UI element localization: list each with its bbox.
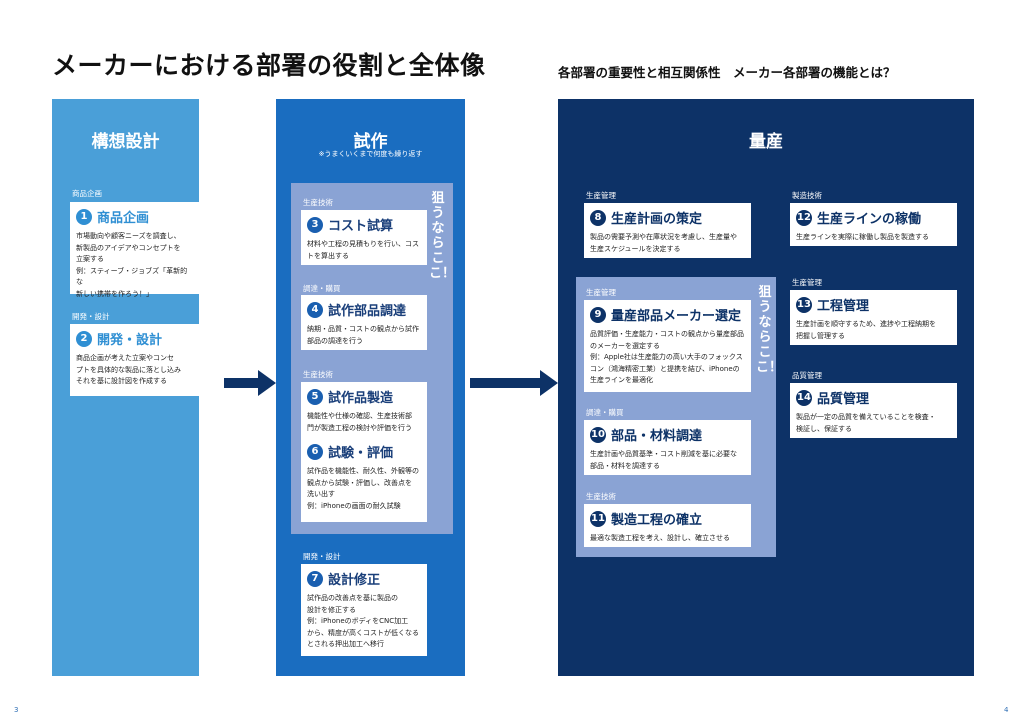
page-number-left: 3: [14, 706, 19, 714]
card-supplier-selection: 9 量産部品メーカー選定 品質評価・生産能力・コストの観点から量産部品 のメーカー…: [584, 300, 751, 392]
card-body: 品質評価・生産能力・コストの観点から量産部品 のメーカーを選定する 例：Appl…: [590, 330, 744, 384]
card-cost-estimate: 3 コスト試算 材料や工程の見積もりを行い、コス トを算出する: [301, 210, 427, 265]
card-title: 製造工程の確立: [611, 513, 703, 528]
card-body: 製品の需要予測や在庫状況を考慮し、生産量や 生産スケジュールを決定する: [590, 233, 737, 253]
card-proto-parts-procurement: 4 試作部品調達 納期・品質・コストの観点から試作 部品の調達を行う: [301, 295, 427, 350]
card-title: 試作部品調達: [328, 304, 407, 319]
column-title: 構想設計: [91, 132, 160, 152]
card-line-operation: 12 生産ラインの稼働 生産ラインを実際に稼働し製品を製造する: [790, 203, 957, 246]
card-title: 試験・評価: [328, 446, 394, 461]
page-number-right: 4: [1004, 706, 1009, 714]
card-body: 納期・品質・コストの観点から試作 部品の調達を行う: [307, 325, 419, 345]
dept-tag: 生産管理: [586, 288, 616, 297]
dept-tag: 生産技術: [586, 492, 616, 501]
card-title: 工程管理: [817, 299, 870, 314]
card-title: コスト試算: [328, 219, 394, 234]
step-number-badge: 8: [590, 209, 606, 226]
card-proto-manufacturing: 5 試作品製造 機能性や仕様の確認、生産技術部 門が製造工程の検討や評価を行う 6…: [301, 382, 427, 522]
card-title: 部品・材料調達: [611, 429, 703, 444]
step-number-badge: 5: [307, 388, 323, 405]
focus-label: 狙うならここ！: [429, 191, 456, 281]
card-body: 材料や工程の見積もりを行い、コス トを算出する: [307, 240, 419, 260]
card-title: 生産計画の策定: [611, 212, 703, 227]
dept-tag: 調達・購買: [586, 408, 624, 417]
card-product-planning: 1 商品企画 市場動向や顧客ニーズを調査し、 新製品のアイデアやコンセプトを 立案…: [70, 202, 200, 298]
step-number-badge: 11: [590, 510, 606, 527]
column-prototype: 試作 ※うまくいくまで何度も繰り返す 狙うならここ！ 生産技術 3 コスト試算 材…: [276, 99, 465, 676]
step-number-badge: 1: [76, 208, 92, 225]
dept-tag: 調達・購買: [303, 284, 341, 293]
card-body: 試作品の改善点を基に製品の 設計を修正する 例：iPhoneのボディをCNC加工…: [307, 594, 419, 648]
step-number-badge: 10: [590, 426, 606, 443]
card-parts-procurement: 10 部品・材料調達 生産計画や品質基準・コスト削減を基に必要な 部品・材料を調達…: [584, 420, 751, 475]
step-number-badge: 12: [796, 209, 812, 226]
card-body: 試作品を機能性、耐久性、外観等の 観点から試験・評価し、改善点を 洗い出す 例：…: [307, 467, 419, 510]
card-design-revision: 7 設計修正 試作品の改善点を基に製品の 設計を修正する 例：iPhoneのボディ…: [301, 564, 427, 656]
dept-tag: 生産技術: [303, 370, 333, 379]
card-body: 生産計画を順守するため、進捗や工程納期を 把握し管理する: [796, 320, 936, 340]
column-plan: 構想設計 商品企画 1 商品企画 市場動向や顧客ニーズを調査し、 新製品のアイデア…: [52, 99, 200, 676]
card-body: 最適な製造工程を考え、設計し、確立させる: [590, 534, 730, 542]
card-quality-control: 14 品質管理 製品が一定の品質を備えていることを検査・ 検証し、保証する: [790, 383, 957, 438]
card-title: 開発・設計: [97, 333, 163, 348]
dept-tag: 生産技術: [303, 198, 333, 207]
dept-tag: 品質管理: [792, 371, 822, 380]
card-production-planning: 8 生産計画の策定 製品の需要予測や在庫状況を考慮し、生産量や 生産スケジュールを…: [584, 203, 751, 258]
step-number-badge: 2: [76, 330, 92, 347]
focus-label: 狙うならここ！: [756, 285, 783, 375]
step-number-badge: 6: [307, 443, 323, 460]
step-number-badge: 13: [796, 296, 812, 313]
card-process-management: 13 工程管理 生産計画を順守するため、進捗や工程納期を 把握し管理する: [790, 290, 957, 345]
column-title: 試作: [353, 132, 388, 152]
step-number-badge: 14: [796, 389, 812, 406]
page-subtitle: 各部署の重要性と相互関係性 メーカー各部署の機能とは？: [558, 65, 896, 80]
step-number-badge: 4: [307, 301, 323, 318]
flow-arrow: [224, 370, 276, 396]
card-title: 設計修正: [328, 573, 381, 588]
dept-tag: 開発・設計: [72, 312, 110, 321]
step-number-badge: 3: [307, 216, 323, 233]
card-body: 商品企画が考えた立案やコンセ プトを具体的な製品に落とし込み それを基に設計図を…: [76, 354, 181, 385]
step-number-badge: 7: [307, 570, 323, 587]
dept-tag: 商品企画: [72, 189, 102, 198]
page-title: メーカーにおける部署の役割と全体像: [52, 51, 486, 80]
dept-tag: 製造技術: [792, 191, 822, 200]
card-process-establishment: 11 製造工程の確立 最適な製造工程を考え、設計し、確立させる: [584, 504, 751, 547]
card-body: 市場動向や顧客ニーズを調査し、 新製品のアイデアやコンセプトを 立案する 例：ス…: [76, 232, 188, 298]
card-title: 生産ラインの稼働: [817, 212, 922, 227]
card-title: 試作品製造: [328, 391, 394, 406]
card-body: 機能性や仕様の確認、生産技術部 門が製造工程の検討や評価を行う: [307, 412, 412, 432]
column-mass-production: 量産 生産管理 8 生産計画の策定 製品の需要予測や在庫状況を考慮し、生産量や 生…: [558, 99, 974, 676]
card-development-design: 2 開発・設計 商品企画が考えた立案やコンセ プトを具体的な製品に落とし込み それ…: [70, 324, 200, 396]
card-body: 製品が一定の品質を備えていることを検査・ 検証し、保証する: [796, 413, 936, 433]
card-title: 商品企画: [97, 211, 150, 226]
card-body: 生産ラインを実際に稼働し製品を製造する: [796, 233, 929, 241]
card-body: 生産計画や品質基準・コスト削減を基に必要な 部品・材料を調達する: [590, 450, 737, 470]
flow-arrow: [470, 370, 558, 396]
column-note: ※うまくいくまで何度も繰り返す: [318, 150, 423, 158]
dept-tag: 開発・設計: [303, 552, 341, 561]
card-title: 品質管理: [817, 392, 870, 407]
dept-tag: 生産管理: [586, 191, 616, 200]
card-title: 量産部品メーカー選定: [611, 309, 742, 324]
column-title: 量産: [749, 132, 783, 152]
dept-tag: 生産管理: [792, 278, 822, 287]
step-number-badge: 9: [590, 306, 606, 323]
